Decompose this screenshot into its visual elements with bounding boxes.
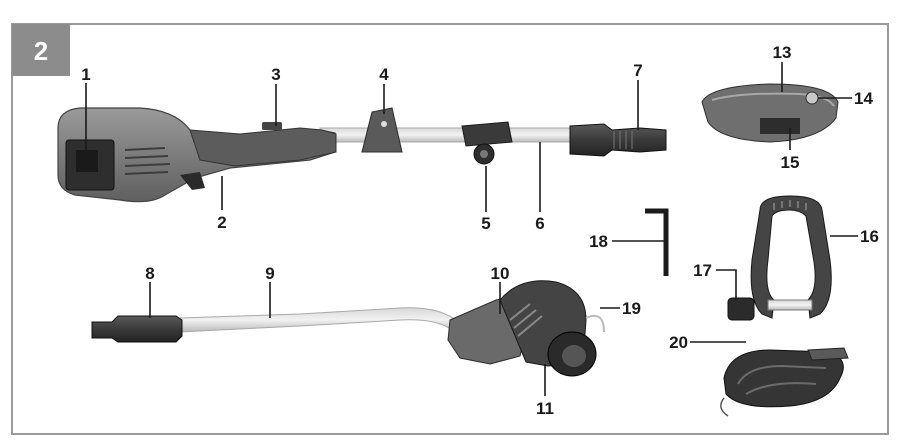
shaft-clamp-illustration [361,107,403,153]
callout-7: 7 [633,61,642,80]
callout-4: 4 [379,65,389,84]
callout-19: 19 [622,299,641,318]
locking-knob-illustration [727,297,755,321]
callout-6: 6 [535,214,544,233]
callout-8: 8 [145,264,154,283]
callout-15: 15 [781,153,800,172]
shaft-coupling-illustration [569,123,667,157]
handle-unit-illustration [57,107,591,203]
callout-5: 5 [481,214,490,233]
figure-number: 2 [34,36,48,66]
figure-number-badge: 2 [12,24,70,76]
callout-17: 17 [693,261,712,280]
callout-1: 1 [81,65,90,84]
callout-11: 11 [536,399,554,418]
callout-numbers: 1 2 3 4 5 6 7 8 9 10 11 13 14 15 16 17 1… [81,43,879,418]
callout-20: 20 [669,333,688,352]
callout-16: 16 [860,227,879,246]
callout-18: 18 [589,232,608,251]
callout-leaders [85,62,858,396]
loop-handle-illustration [750,195,832,319]
callout-3: 3 [271,65,280,84]
callout-9: 9 [265,264,274,283]
guard-illustration [701,83,839,143]
callout-13: 13 [773,43,792,62]
hex-key-illustration [645,208,669,276]
callout-10: 10 [491,264,510,283]
cutting-head-illustration [447,280,605,377]
callout-2: 2 [217,213,226,232]
auxiliary-handle-mount-illustration [461,121,513,165]
callout-14: 14 [854,89,873,108]
shoulder-strap-illustration [720,347,849,417]
